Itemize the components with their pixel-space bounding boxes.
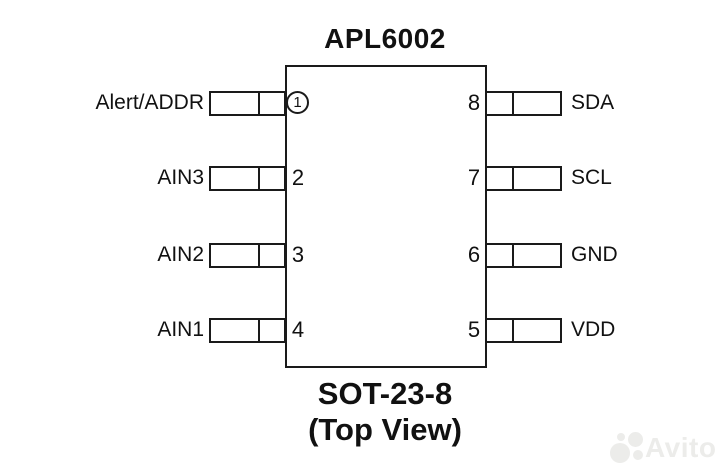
pin-number-7: 7 — [467, 165, 481, 190]
pin-number-3: 3 — [291, 242, 305, 267]
pin-number-4: 4 — [291, 317, 305, 342]
pin-lead-8 — [485, 91, 562, 116]
pin-number-8: 8 — [467, 90, 481, 115]
pin-label-ain1: AIN1 — [157, 318, 204, 341]
pin-label-vdd: VDD — [571, 318, 616, 341]
pin-1-circle-marker: 1 — [286, 91, 309, 114]
pin-lead-divider — [512, 320, 514, 341]
package-name: SOT-23-8 — [317, 376, 453, 411]
pin-number-1: 1 — [293, 94, 302, 111]
pin-lead-3 — [209, 243, 286, 268]
pin-lead-divider — [512, 245, 514, 266]
avito-circles-icon — [633, 450, 643, 460]
view-orientation: (Top View) — [308, 412, 462, 447]
avito-circles-icon — [628, 432, 643, 447]
pin-label-ain3: AIN3 — [157, 166, 204, 189]
pin-label-scl: SCL — [571, 166, 612, 189]
pin-lead-7 — [485, 166, 562, 191]
pin-lead-divider — [258, 93, 260, 114]
pin-label-ain2: AIN2 — [157, 243, 204, 266]
pin-label-alert-addr: Alert/ADDR — [95, 91, 204, 114]
pin-lead-4 — [209, 318, 286, 343]
pin-number-2: 2 — [291, 165, 305, 190]
pin-lead-divider — [258, 168, 260, 189]
avito-circles-icon — [617, 433, 625, 441]
pin-number-6: 6 — [467, 242, 481, 267]
pin-lead-divider — [258, 245, 260, 266]
pin-label-sda: SDA — [571, 91, 615, 114]
pin-label-gnd: GND — [571, 243, 618, 266]
pin-number-5: 5 — [467, 317, 481, 342]
ic-body — [285, 65, 487, 368]
pin-lead-5 — [485, 318, 562, 343]
chip-title: APL6002 — [324, 23, 446, 54]
avito-circles-icon — [610, 443, 630, 463]
watermark-text: Avito — [645, 432, 717, 463]
pin-lead-divider — [258, 320, 260, 341]
pin-lead-1 — [209, 91, 286, 116]
pin-lead-divider — [512, 168, 514, 189]
pin-lead-6 — [485, 243, 562, 268]
pin-lead-divider — [512, 93, 514, 114]
pin-lead-2 — [209, 166, 286, 191]
